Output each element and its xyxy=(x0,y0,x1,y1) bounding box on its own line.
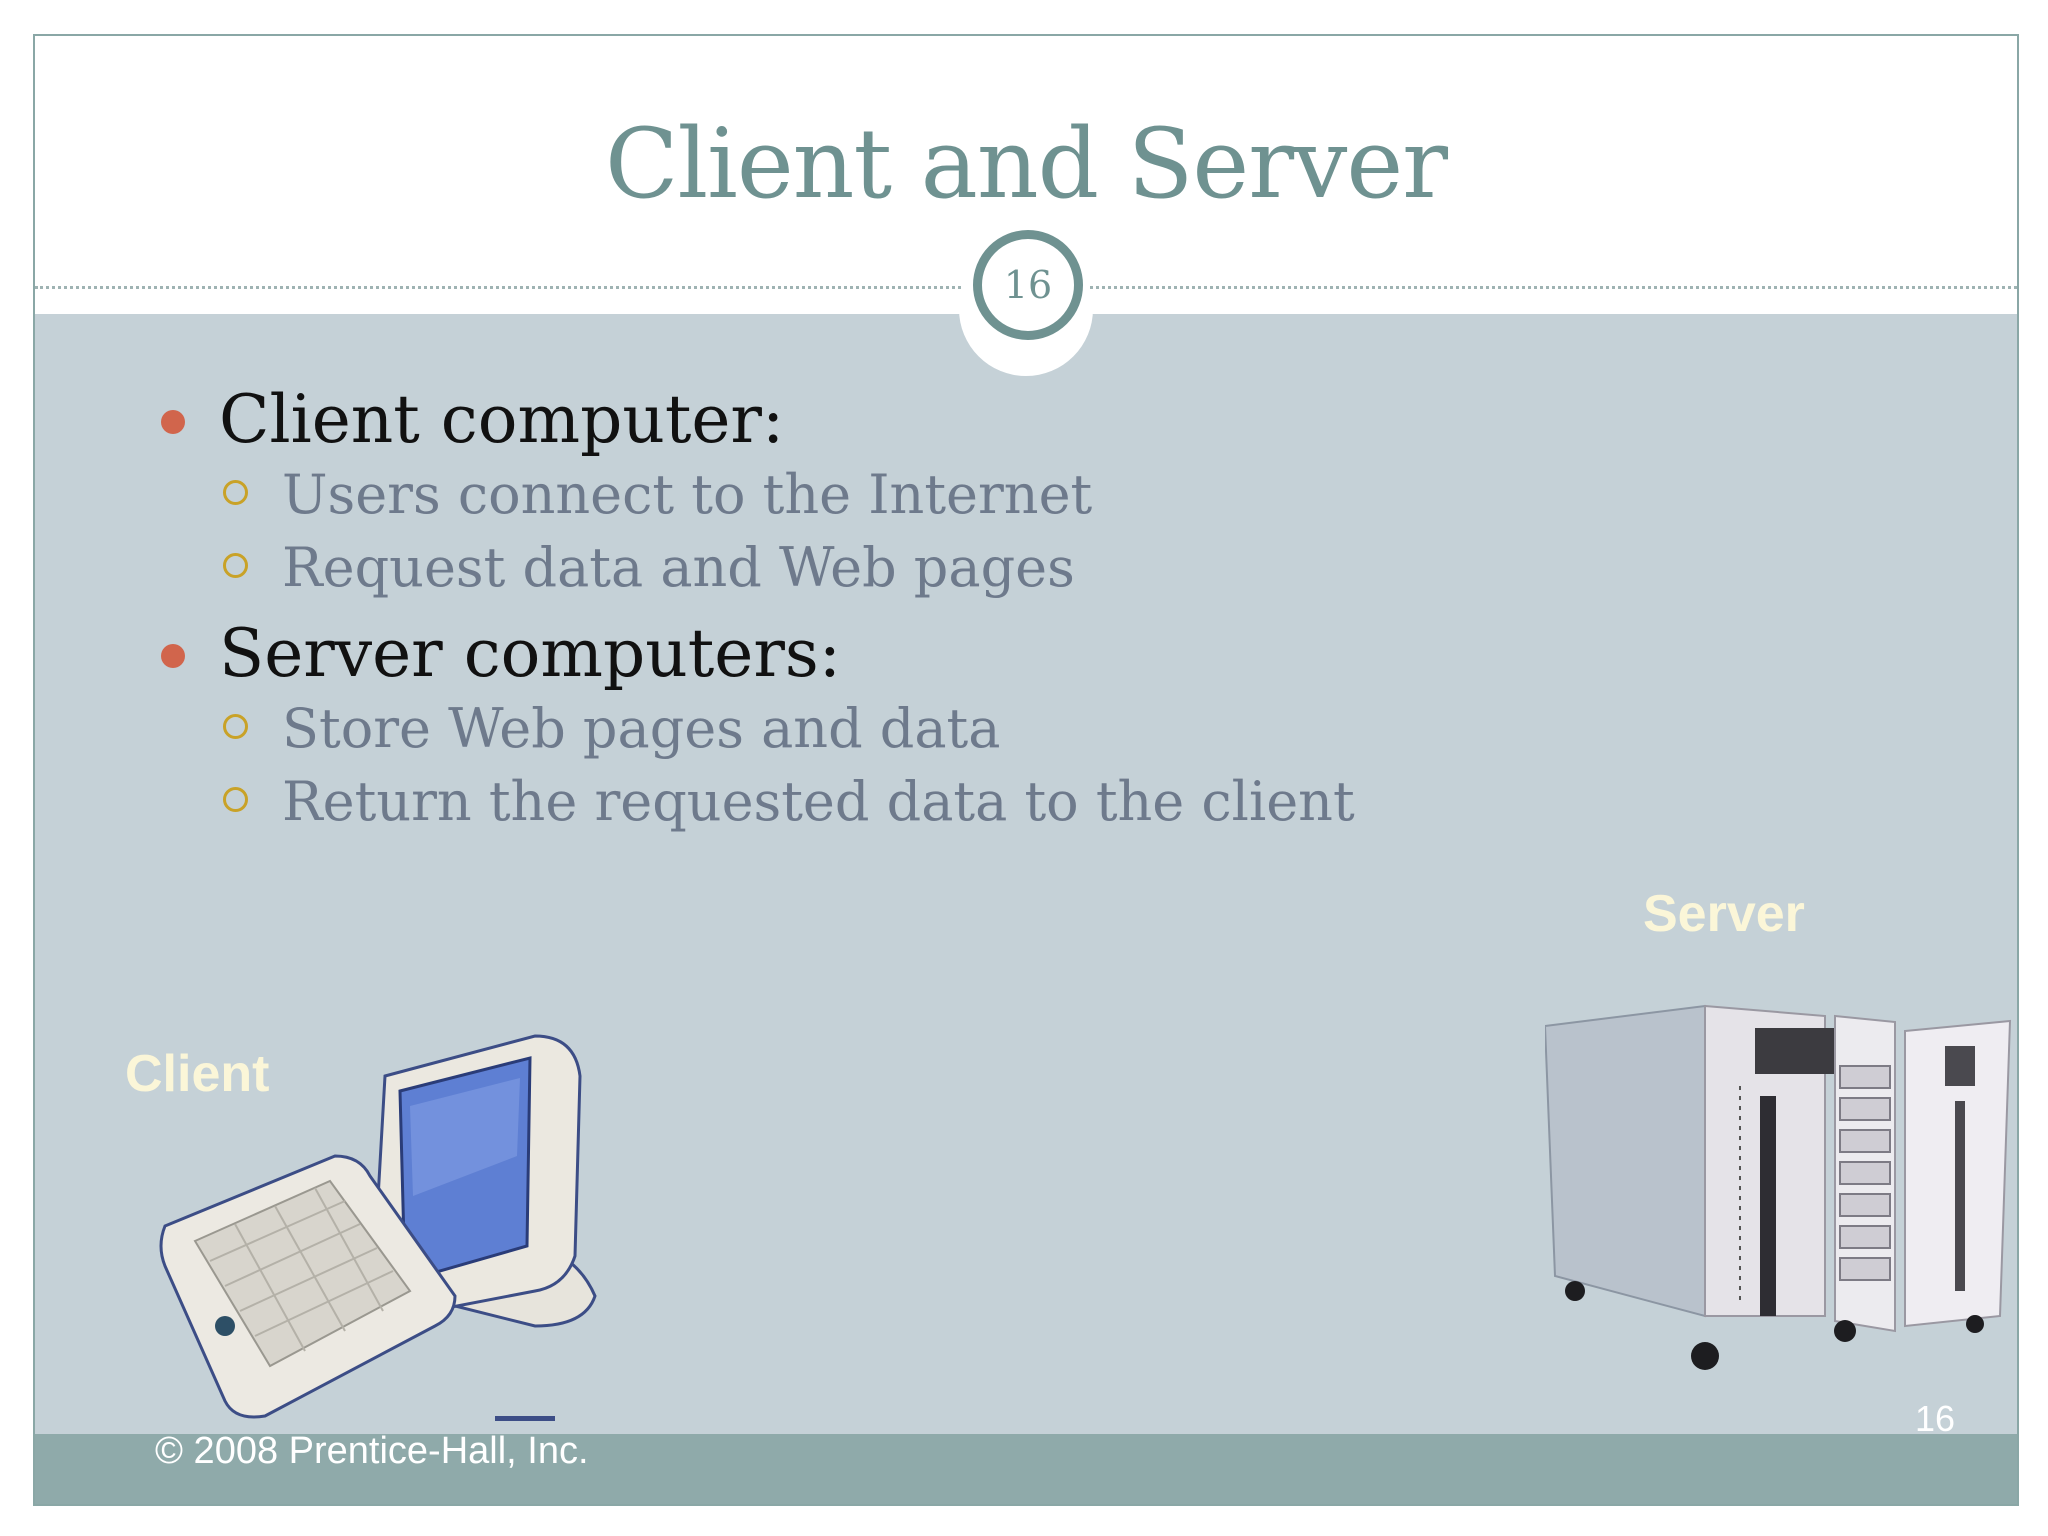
bullet-text: Server computers: xyxy=(219,615,841,692)
sub-bullet-item: Users connect to the Internet xyxy=(125,458,1355,531)
bullet-item: Server computers: xyxy=(125,616,1355,692)
slide: Client and Server 16 Client computer: Us… xyxy=(33,34,2019,1506)
copyright-text: © 2008 Prentice-Hall, Inc. xyxy=(155,1430,589,1472)
sub-bullet-text: Store Web pages and data xyxy=(282,697,1001,760)
sub-bullet-item: Return the requested data to the client xyxy=(125,765,1355,838)
bullet-ring-icon xyxy=(223,480,248,505)
footer-bar xyxy=(35,1434,2017,1504)
server-label: Server xyxy=(1643,885,1805,943)
client-label: Client xyxy=(125,1045,270,1103)
bullet-list: Client computer: Users connect to the In… xyxy=(125,370,1355,838)
slide-title: Client and Server xyxy=(604,108,1448,220)
client-computer-image xyxy=(159,1034,597,1421)
bullet-ring-icon xyxy=(223,714,248,739)
sub-bullet-text: Return the requested data to the client xyxy=(282,770,1355,833)
server-cabinet-image xyxy=(1545,1004,2012,1370)
sub-bullet-text: Users connect to the Internet xyxy=(282,463,1093,526)
sub-bullet-item: Request data and Web pages xyxy=(125,531,1355,604)
bullet-dot-icon xyxy=(161,410,185,434)
page-number: 16 xyxy=(1915,1398,1956,1439)
sub-bullet-text: Request data and Web pages xyxy=(282,536,1075,599)
sub-bullet-item: Store Web pages and data xyxy=(125,692,1355,765)
slide-number-badge: 16 xyxy=(973,230,1083,340)
bullet-ring-icon xyxy=(223,787,248,812)
bullet-dot-icon xyxy=(161,644,185,668)
bullet-ring-icon xyxy=(223,553,248,578)
bullet-text: Client computer: xyxy=(219,381,785,458)
bullet-item: Client computer: xyxy=(125,382,1355,458)
